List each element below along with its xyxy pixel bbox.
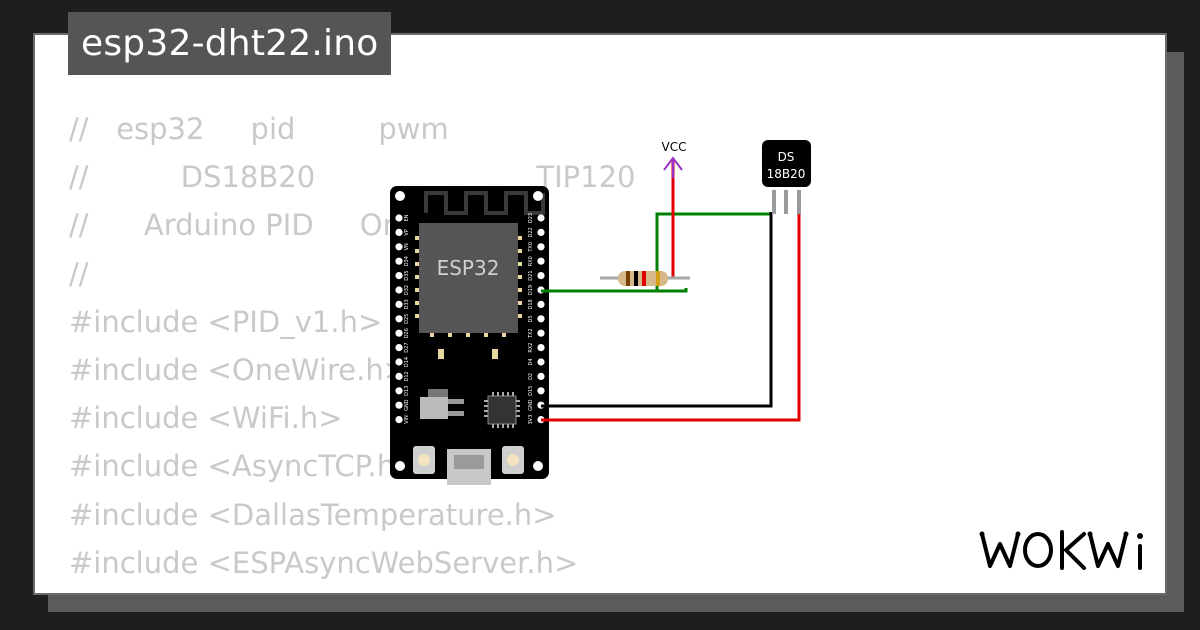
vcc-label: VCC [662, 140, 687, 154]
module-pads [415, 236, 522, 337]
pin-label: D22 [528, 227, 534, 237]
code-line: // DS18B20 TIP120 [69, 160, 636, 195]
left-pin-d14[interactable] [395, 358, 403, 366]
left-pin-d27[interactable] [395, 344, 403, 352]
code-line: // esp32 pid pwm [69, 112, 449, 146]
pin-label: D2 [528, 373, 534, 380]
right-pin-d22[interactable] [537, 228, 545, 236]
left-pin-vp[interactable] [395, 228, 403, 236]
pin-label: 3V3 [528, 415, 534, 425]
en-button[interactable] [413, 446, 435, 474]
pin-label: GND [404, 399, 410, 411]
left-pin-vin[interactable] [395, 416, 403, 424]
right-pin-d18[interactable] [537, 300, 545, 308]
wokwi-logo [979, 530, 1143, 570]
right-pin-d2[interactable] [537, 372, 545, 380]
sensor-label-line2: 18B20 [767, 167, 806, 181]
code-line: // [69, 256, 89, 291]
smd-component [438, 349, 444, 359]
pullup-resistor[interactable] [600, 271, 690, 286]
right-pin-rx2[interactable] [537, 344, 545, 352]
pin-label: RX0 [528, 256, 534, 266]
pin-label: D34 [404, 256, 410, 266]
pin-label: D13 [404, 386, 410, 396]
left-pin-d25[interactable] [395, 315, 403, 323]
pin-label: EN [404, 214, 410, 221]
esp32-board[interactable]: ESP32 [390, 186, 549, 485]
right-pin-d21[interactable] [537, 272, 545, 280]
usb-uart-chip [484, 392, 520, 428]
right-pin-d15[interactable] [537, 387, 545, 395]
pin-label: VN [404, 243, 410, 250]
boot-button[interactable] [502, 446, 524, 474]
pin-label: D21 [528, 270, 534, 280]
mounting-hole [395, 461, 405, 471]
right-pin-rx0[interactable] [537, 257, 545, 265]
pin-label: D33 [404, 299, 410, 309]
pin-label: VP [404, 229, 410, 235]
pin-label: D23 [528, 213, 534, 223]
mounting-hole [533, 461, 543, 471]
pin-label: D12 [404, 371, 410, 381]
wire-3v3[interactable] [541, 212, 801, 422]
left-pin-vn[interactable] [395, 243, 403, 251]
wire-gnd[interactable] [541, 212, 773, 408]
pin-label: D18 [528, 299, 534, 309]
pin-label: D35 [404, 270, 410, 280]
code-preview: // esp32 pid pwm // DS18B20 TIP120 // Ar… [69, 105, 636, 587]
pin-label: GND [528, 399, 534, 411]
code-line: #include <AsyncTCP.h> [69, 449, 420, 484]
right-pin-tx2[interactable] [537, 329, 545, 337]
wire-data[interactable] [541, 212, 771, 293]
mounting-hole [533, 191, 543, 201]
smd-component [492, 349, 498, 359]
pin-label: D32 [404, 285, 410, 295]
code-line: #include <PID_v1.h> [69, 304, 383, 339]
pin-label: TX2 [528, 328, 534, 339]
pin-label: D15 [528, 386, 534, 396]
left-pin-d35[interactable] [395, 272, 403, 280]
left-pin-d34[interactable] [395, 257, 403, 265]
right-pin-d4[interactable] [537, 358, 545, 366]
pin-label: TX0 [528, 242, 534, 253]
left-pin-d32[interactable] [395, 286, 403, 294]
left-pin-d33[interactable] [395, 300, 403, 308]
micro-usb-port [447, 449, 491, 485]
sensor-label-line1: DS [778, 150, 795, 164]
mounting-hole [395, 191, 405, 201]
voltage-regulator [420, 389, 464, 419]
ds18b20-sensor[interactable]: DS 18B20 [762, 140, 811, 214]
pin-label: VIN [404, 415, 410, 424]
esp32-module [419, 223, 518, 333]
code-line: #include <WiFi.h> [69, 401, 343, 436]
left-pin-en[interactable] [395, 214, 403, 222]
right-pin-d5[interactable] [537, 315, 545, 323]
code-line: #include <OneWire.h> [69, 352, 409, 387]
project-filename-tag: esp32-dht22.ino [68, 12, 392, 75]
code-line: #include <DallasTemperature.h> [69, 497, 557, 532]
pin-label: RX2 [528, 343, 534, 353]
pin-label: D14 [404, 357, 410, 367]
code-line: #include <ESPAsyncWebServer.h> [69, 545, 579, 580]
pin-label: D27 [404, 342, 410, 352]
pin-label: D4 [528, 358, 534, 365]
left-pin-d12[interactable] [395, 372, 403, 380]
right-pin-d23[interactable] [537, 214, 545, 222]
pin-label: D25 [404, 314, 410, 324]
left-pin-gnd[interactable] [395, 401, 403, 409]
pin-label: D19 [528, 285, 534, 295]
code-line: // Arduino PID On [69, 208, 401, 243]
vcc-symbol: VCC [662, 140, 687, 178]
left-pin-d26[interactable] [395, 329, 403, 337]
project-preview-card: // esp32 pid pwm // DS18B20 TIP120 // Ar… [33, 33, 1167, 595]
left-pin-d13[interactable] [395, 387, 403, 395]
right-pin-tx0[interactable] [537, 243, 545, 251]
board-label: ESP32 [437, 256, 500, 280]
pin-label: D26 [404, 328, 410, 338]
pin-label: D5 [528, 315, 534, 322]
